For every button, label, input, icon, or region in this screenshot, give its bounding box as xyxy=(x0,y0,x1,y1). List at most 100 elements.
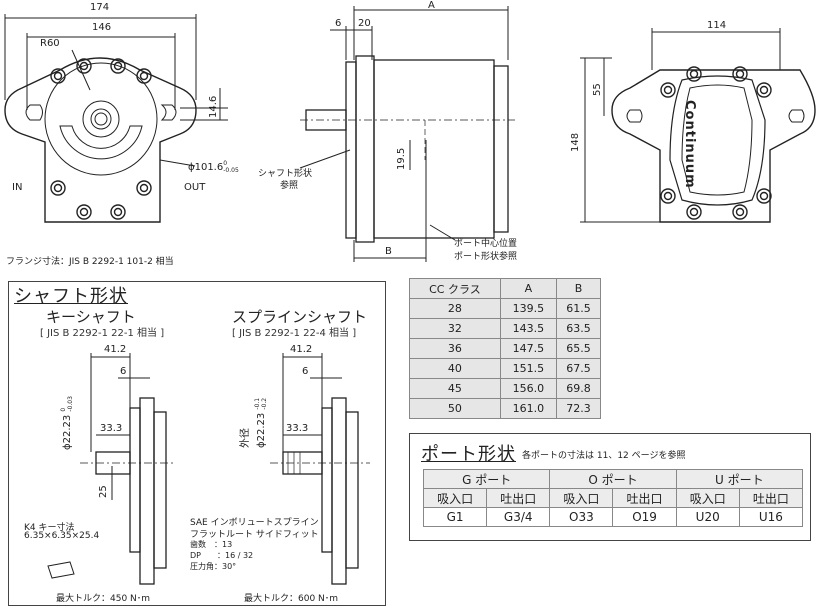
key-torque: 最大トルク：450 N･m xyxy=(56,594,151,604)
key-size-label: K4 キー寸法 xyxy=(24,523,75,533)
cc-cell: 50 xyxy=(409,398,501,419)
spline-dim-41-2: 41.2 xyxy=(290,344,313,355)
dim-overall-width: 174 xyxy=(90,2,110,13)
port-table: G ポート O ポート U ポート 吸入口 吐出口 吸入口 吐出口 吸入口 吐出… xyxy=(422,469,804,527)
dim-pilot-diameter: ϕ101.60-0.05 xyxy=(188,160,239,174)
dim-offset: 14.6 xyxy=(208,95,219,118)
front-view-drawing xyxy=(4,14,228,223)
cc-cell: 161.0 xyxy=(499,398,557,419)
spline-spec-4: DP ：16 / 32 xyxy=(190,551,254,560)
spline-spec-3: 歯数 ：13 xyxy=(190,540,233,549)
spline-dim-33-3: 33.3 xyxy=(286,423,309,434)
port-section xyxy=(409,433,811,541)
dim-6: 6 xyxy=(335,18,342,29)
cc-header-class: CC クラス xyxy=(409,278,501,299)
key-dia: ϕ22.23 0-0.03 xyxy=(60,396,74,450)
key-dim-41-2: 41.2 xyxy=(104,344,127,355)
spline-shaft-title: スプラインシャフト xyxy=(232,308,368,326)
key-dim-33-3: 33.3 xyxy=(100,423,123,434)
spline-spec-1: SAE インボリュートスプライン xyxy=(190,518,319,528)
cc-cell: 67.5 xyxy=(555,358,602,379)
label-in: IN xyxy=(12,182,23,193)
brand-logo: Continuum xyxy=(682,100,697,189)
key-shaft-title: キーシャフト xyxy=(46,308,136,326)
port-group-o: O ポート xyxy=(549,469,677,489)
cc-cell: 61.5 xyxy=(555,298,602,319)
dim-bolt-span: 146 xyxy=(92,22,112,33)
port-value: G3/4 xyxy=(486,507,551,527)
spline-spec-2: フラットルート サイドフィット xyxy=(190,530,319,540)
cc-cell: 28 xyxy=(409,298,501,319)
dim-a: A xyxy=(428,0,435,11)
spline-shaft-standard: [ JIS B 2292-1 22-4 相当 ] xyxy=(232,328,357,339)
flange-note: フランジ寸法：JIS B 2292-1 101-2 相当 xyxy=(6,257,174,267)
cc-cell: 63.5 xyxy=(555,318,602,339)
port-section-note: 各ポートの寸法は 11、12 ページを参照 xyxy=(522,451,686,461)
cc-cell: 139.5 xyxy=(499,298,557,319)
key-shaft-standard: [ JIS B 2292-1 22-1 相当 ] xyxy=(40,328,165,339)
dim-20: 20 xyxy=(358,18,371,29)
port-group-row: G ポート O ポート U ポート xyxy=(422,469,804,489)
shaft-section-title: シャフト形状 xyxy=(14,286,128,307)
shaft-note-1: シャフト形状 xyxy=(258,169,313,179)
label-out: OUT xyxy=(184,182,206,193)
port-value: O33 xyxy=(549,507,614,527)
spline-dim-6: 6 xyxy=(302,366,309,377)
port-note-1: ポート中心位置 xyxy=(454,239,518,249)
port-value: O19 xyxy=(612,507,677,527)
cc-cell: 65.5 xyxy=(555,338,602,359)
key-shaft-drawing xyxy=(47,353,175,585)
cc-header-b: B xyxy=(555,278,602,299)
spline-shaft-drawing xyxy=(270,353,370,585)
dim-148: 148 xyxy=(570,132,581,152)
cc-table-header: CC クラス A B xyxy=(409,278,602,299)
shaft-section xyxy=(8,281,386,606)
dim-114: 114 xyxy=(707,20,727,31)
port-value: G1 xyxy=(422,507,488,527)
port-subheader: 吸入口 xyxy=(422,488,488,508)
port-subheader: 吸入口 xyxy=(675,488,740,508)
cc-cell: 72.3 xyxy=(555,398,602,419)
dim-19-5: 19.5 xyxy=(396,147,407,170)
port-note-2: ポート形状参照 xyxy=(454,252,518,262)
spline-outer-label: 外径 xyxy=(240,428,251,448)
port-subheader: 吐出口 xyxy=(612,488,677,508)
dim-radius: R60 xyxy=(40,38,60,49)
dim-b: B xyxy=(385,246,392,257)
table-row: G1 G3/4 O33 O19 U20 U16 xyxy=(422,507,804,527)
key-dim-6: 6 xyxy=(120,366,127,377)
cc-cell: 151.5 xyxy=(499,358,557,379)
key-dim-25: 25 xyxy=(98,485,109,498)
side-view-drawing xyxy=(299,6,515,262)
spline-torque: 最大トルク：600 N･m xyxy=(244,594,339,604)
spline-dia: ϕ22.23 -0.1-0.2 xyxy=(254,397,268,448)
cc-cell: 40 xyxy=(409,358,501,379)
port-subheader: 吸入口 xyxy=(549,488,614,508)
cc-cell: 36 xyxy=(409,338,501,359)
dim-55: 55 xyxy=(592,83,603,96)
port-group-g: G ポート xyxy=(422,469,551,489)
cc-cell: 156.0 xyxy=(499,378,557,399)
port-subheader: 吐出口 xyxy=(486,488,551,508)
cc-cell: 32 xyxy=(409,318,501,339)
port-subheader: 吐出口 xyxy=(738,488,804,508)
port-section-title: ポート形状 xyxy=(421,444,516,465)
cc-cell: 147.5 xyxy=(499,338,557,359)
cc-cell: 45 xyxy=(409,378,501,399)
cc-cell: 143.5 xyxy=(499,318,557,339)
cc-header-a: A xyxy=(499,278,557,299)
port-value: U20 xyxy=(675,507,740,527)
key-size: 6.35×6.35×25.4 xyxy=(24,531,100,541)
shaft-note-2: 参照 xyxy=(280,181,299,191)
spline-spec-5: 圧力角：30° xyxy=(190,562,237,571)
cc-cell: 69.8 xyxy=(555,378,602,399)
port-subheader-row: 吸入口 吐出口 吸入口 吐出口 吸入口 吐出口 xyxy=(422,488,804,508)
